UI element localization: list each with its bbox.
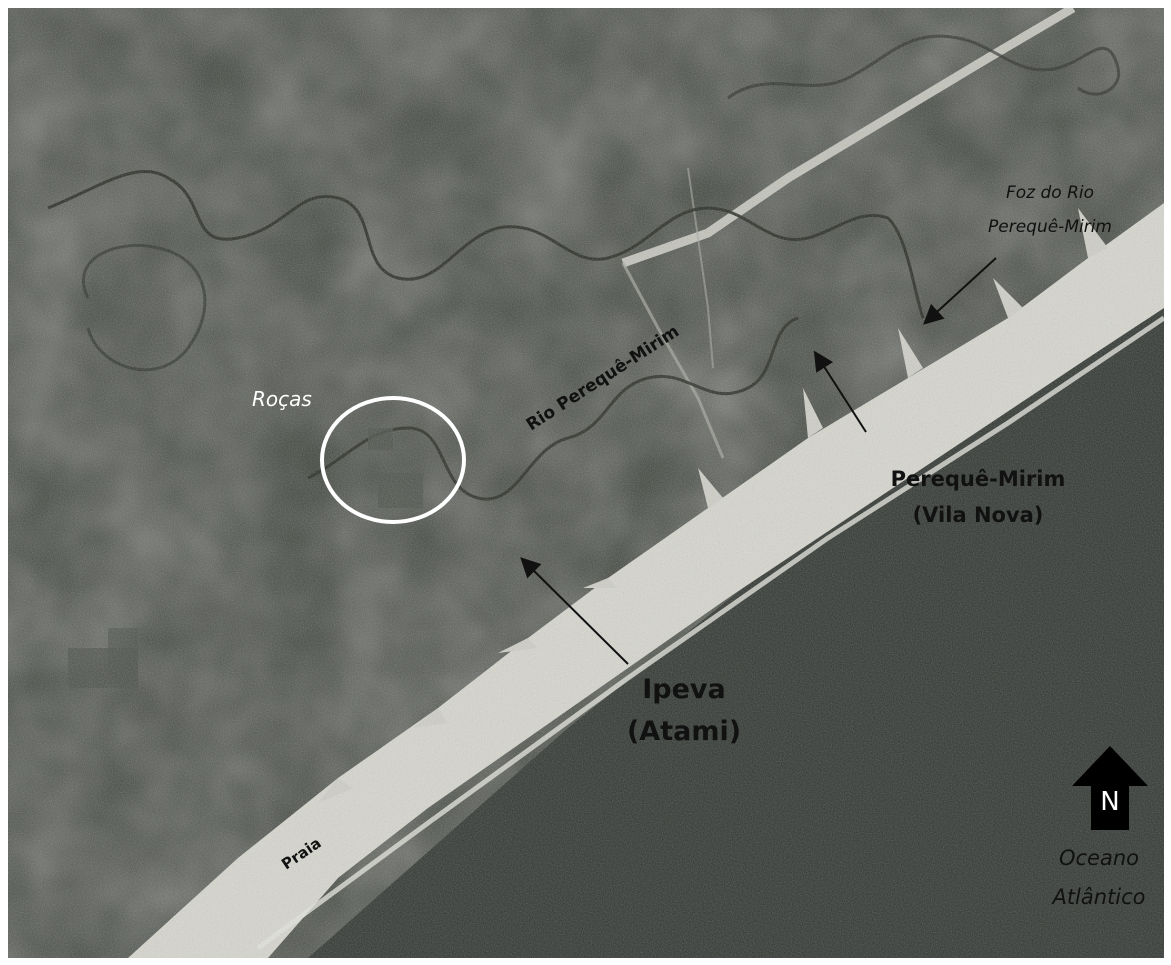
foz-arrow (923, 257, 997, 325)
north-arrow-icon: N (1072, 746, 1148, 830)
label-foz-line2: Perequê-Mirim (988, 217, 1112, 237)
label-ipeva-line2: (Atami) (627, 716, 741, 747)
north-letter: N (1100, 787, 1119, 817)
label-pereque-line1: Perequê-Mirim (891, 467, 1066, 491)
ipeva-arrow (520, 557, 629, 665)
photo-grain (8, 8, 1164, 958)
rocas-circle (320, 396, 466, 524)
label-ipeva-line1: Ipeva (642, 674, 726, 705)
label-foz-line1: Foz do Rio (1006, 183, 1094, 203)
label-pereque-line2: (Vila Nova) (913, 503, 1044, 527)
pereque-arrow (813, 350, 867, 433)
label-oceano-line1: Oceano (1059, 846, 1139, 870)
aerial-map: Roças Rio Perequê-Mirim Foz do Rio Pereq… (8, 8, 1164, 958)
label-oceano-line2: Atlântico (1050, 885, 1145, 909)
label-rocas: Roças (252, 387, 312, 411)
